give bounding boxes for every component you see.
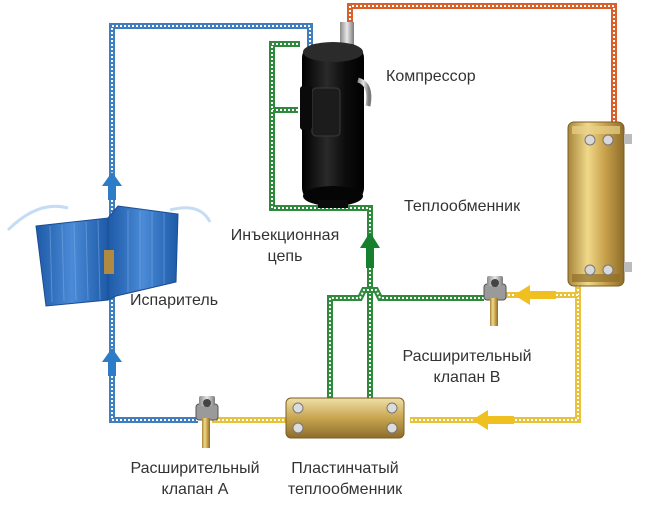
- evaporator-label: Испаритель: [130, 292, 219, 309]
- flow-arrow-suction-upper: [102, 172, 122, 200]
- flow-arrow-liquid-right: [514, 285, 556, 305]
- expansion-valve-b-line2: клапан B: [433, 369, 501, 386]
- expansion-valve-b: [483, 276, 507, 326]
- expansion-valve-a-line1: Расширительный: [130, 460, 260, 477]
- suction-pipe: [109, 23, 313, 423]
- injection-circuit-line1: Инъекционная: [230, 227, 340, 244]
- expansion-valve-b-label: Расширительный клапан B: [384, 346, 550, 388]
- injection-circuit-line2: цепь: [267, 248, 303, 265]
- compressor-label: Компрессор: [386, 68, 476, 85]
- plate-heat-exchanger-label: Пластинчатый теплообменник: [270, 458, 420, 500]
- evaporator: [6, 204, 212, 307]
- flow-arrow-injection: [360, 232, 380, 268]
- plate-heat-exchanger-line1: Пластинчатый: [291, 460, 399, 477]
- expansion-valve-a-label: Расширительный клапан А: [112, 458, 278, 500]
- injection-circuit-label: Инъекционная цепь: [212, 225, 358, 267]
- flow-arrow-liquid-bottom: [472, 410, 514, 430]
- expansion-valve-a: [195, 396, 219, 448]
- heat-exchanger: [567, 121, 632, 287]
- plate-heat-exchanger-line2: теплообменник: [287, 481, 403, 498]
- heat-exchanger-label: Теплообменник: [404, 198, 521, 215]
- compressor: [300, 22, 372, 208]
- expansion-valve-b-line1: Расширительный: [402, 348, 532, 365]
- flow-arrow-suction-lower: [102, 348, 122, 376]
- plate-heat-exchanger: [285, 397, 405, 439]
- expansion-valve-a-line2: клапан А: [161, 481, 229, 498]
